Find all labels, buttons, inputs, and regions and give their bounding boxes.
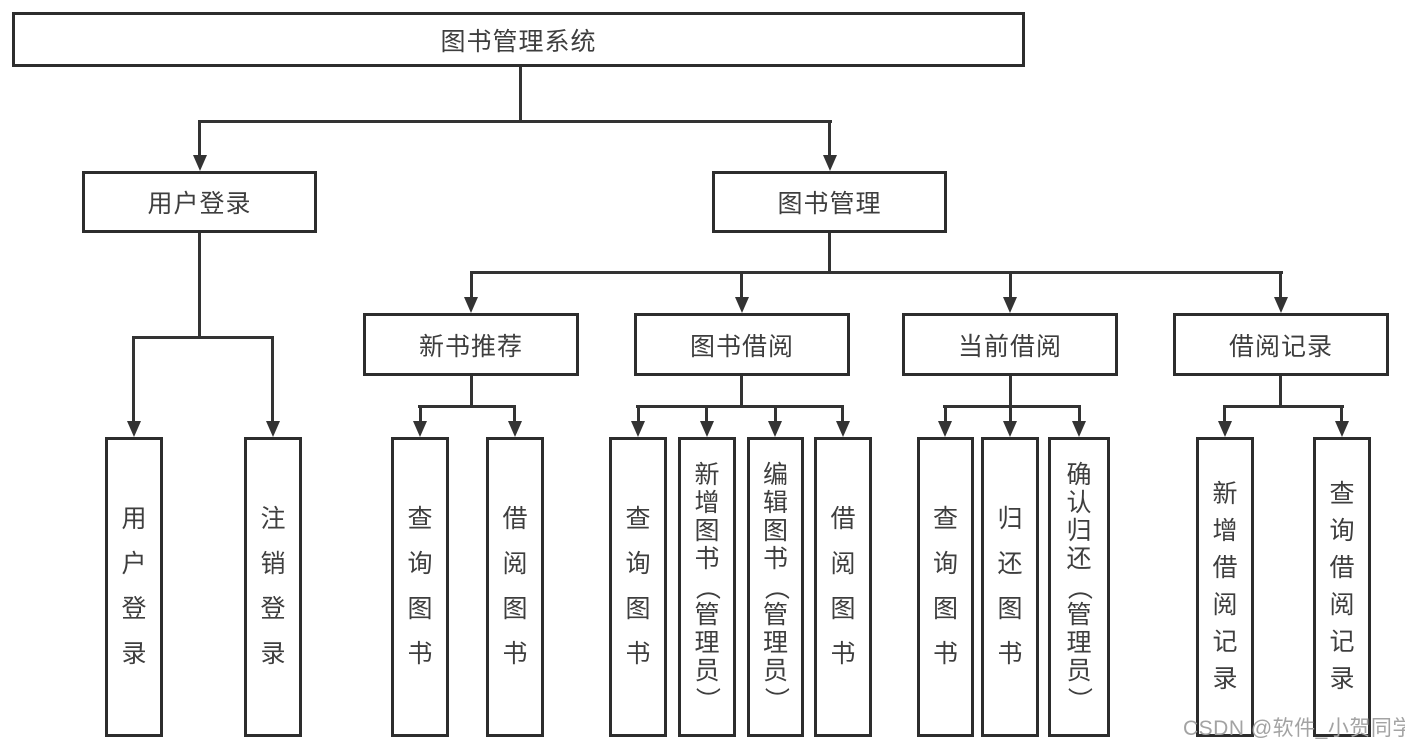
connector-section-shaft — [1009, 274, 1012, 298]
arrow-down-icon — [836, 421, 850, 437]
leaf-logout-login: 注销登录 — [244, 437, 302, 737]
leaf-borrow-borrow-books: 借阅图书 — [814, 437, 872, 737]
connector-root-stem — [519, 67, 522, 120]
arrow-down-icon — [700, 421, 714, 437]
connector-section-shaft — [1279, 274, 1282, 298]
connector-newbook-hbar — [418, 405, 516, 408]
leaf-newbook-query-books: 查询图书 — [391, 437, 449, 737]
connector-leaf-shaft — [1009, 405, 1012, 422]
arrow-down-icon — [464, 297, 478, 313]
arrow-down-icon — [127, 421, 141, 437]
connector-leaf-shaft — [132, 336, 135, 422]
connector-leaf-shaft — [1078, 405, 1081, 422]
connector-sections-hbar — [470, 271, 1283, 274]
arrow-down-icon — [1335, 421, 1349, 437]
arrow-down-icon — [1218, 421, 1232, 437]
arrow-down-icon — [938, 421, 952, 437]
leaf-borrow-edit-book-admin: 编辑图书（管理员） — [747, 437, 804, 737]
connector-records-hbar — [1223, 405, 1344, 408]
connector-leaf-shaft — [1340, 405, 1343, 422]
connector-userlogin-stem — [198, 233, 201, 336]
node-user-login: 用户登录 — [82, 171, 317, 233]
connector-level1-hbar — [198, 120, 832, 123]
connector-borrow-stem — [740, 376, 743, 408]
node-book-borrow: 图书借阅 — [634, 313, 850, 376]
leaf-records-query-borrow-record: 查询借阅记录 — [1313, 437, 1371, 737]
connector-leaf-shaft — [705, 405, 708, 422]
node-new-book-recommend: 新书推荐 — [363, 313, 579, 376]
connector-userlogin-hbar — [132, 336, 274, 339]
leaf-records-add-borrow-record: 新增借阅记录 — [1196, 437, 1254, 737]
arrow-down-icon — [508, 421, 522, 437]
connector-leaf-shaft — [944, 405, 947, 422]
arrow-down-icon — [413, 421, 427, 437]
leaf-borrow-query-books: 查询图书 — [609, 437, 667, 737]
leaf-current-return-books: 归还图书 — [981, 437, 1039, 737]
connector-leaf-shaft — [637, 405, 640, 422]
leaf-newbook-borrow-books: 借阅图书 — [486, 437, 544, 737]
leaf-current-query-books: 查询图书 — [917, 437, 974, 737]
arrow-down-icon — [266, 421, 280, 437]
leaf-user-login: 用户登录 — [105, 437, 163, 737]
csdn-watermark: CSDN @软件_小贺同学 — [1183, 717, 1405, 740]
arrow-down-icon — [823, 155, 837, 171]
connector-leaf-shaft — [513, 405, 516, 422]
connector-section-shaft — [740, 274, 743, 298]
connector-leaf-shaft — [271, 336, 274, 422]
connector-newbook-stem — [470, 376, 473, 408]
node-current-borrow: 当前借阅 — [902, 313, 1118, 376]
arrow-down-icon — [735, 297, 749, 313]
leaf-borrow-add-book-admin: 新增图书（管理员） — [678, 437, 736, 737]
node-library-management-system: 图书管理系统 — [12, 12, 1025, 67]
arrow-down-icon — [1003, 297, 1017, 313]
connector-section-shaft — [470, 274, 473, 298]
node-borrow-records: 借阅记录 — [1173, 313, 1389, 376]
leaf-current-confirm-return-admin: 确认归还（管理员） — [1048, 437, 1110, 737]
arrow-down-icon — [1003, 421, 1017, 437]
connector-current-stem — [1009, 376, 1012, 408]
node-book-management: 图书管理 — [712, 171, 947, 233]
arrow-down-icon — [631, 421, 645, 437]
connector-bookmgmt-stem — [828, 233, 831, 274]
connector-records-stem — [1279, 376, 1282, 408]
arrow-down-icon — [1274, 297, 1288, 313]
connector-bookmgmt-shaft — [828, 120, 831, 156]
arrow-down-icon — [193, 155, 207, 171]
connector-borrow-hbar — [636, 405, 844, 408]
arrow-down-icon — [768, 421, 782, 437]
connector-current-hbar — [943, 405, 1081, 408]
connector-leaf-shaft — [774, 405, 777, 422]
connector-leaf-shaft — [1223, 405, 1226, 422]
connector-leaf-shaft — [419, 405, 422, 422]
connector-userlogin-shaft — [198, 120, 201, 156]
connector-leaf-shaft — [841, 405, 844, 422]
arrow-down-icon — [1072, 421, 1086, 437]
